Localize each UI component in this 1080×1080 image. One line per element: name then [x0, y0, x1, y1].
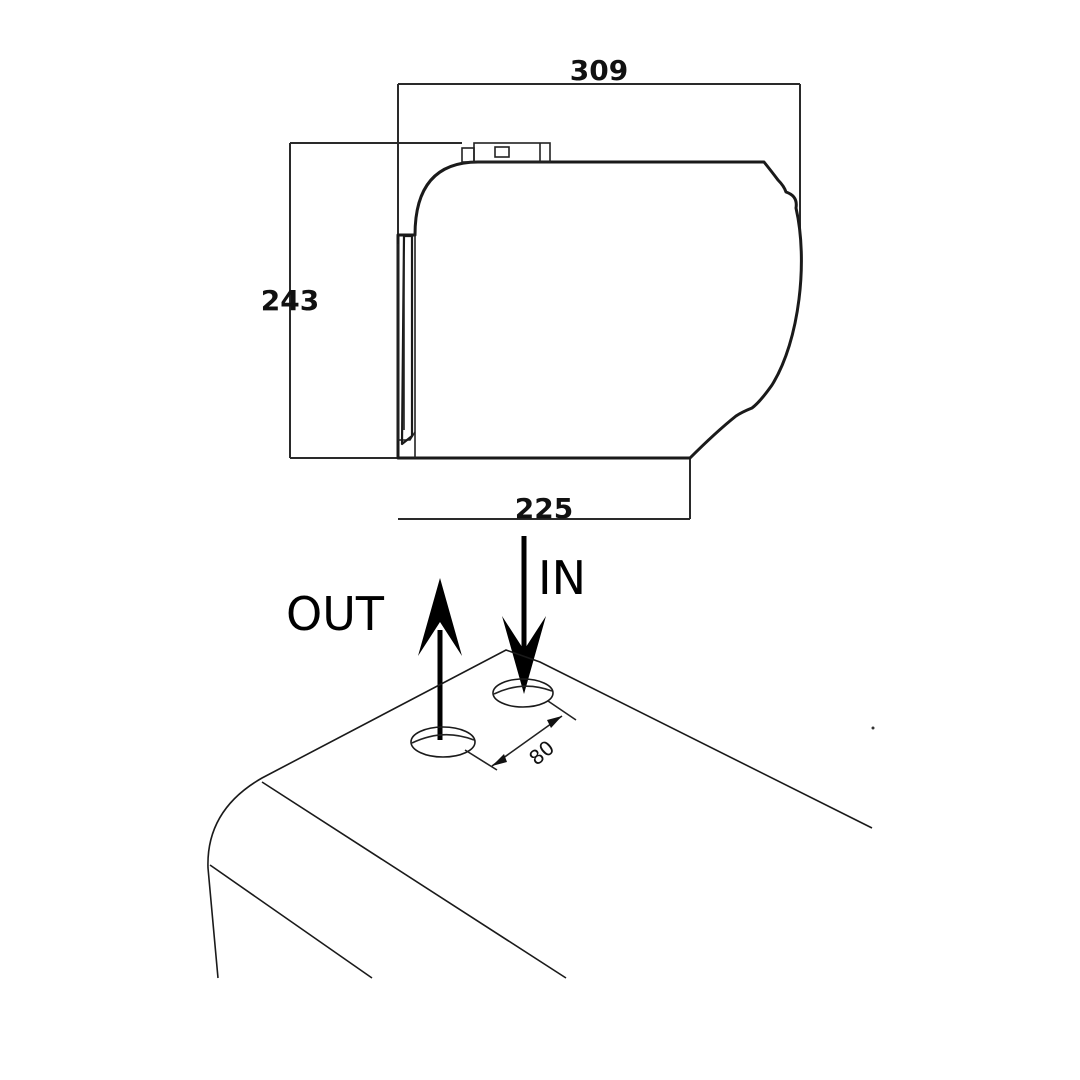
dim-309-label: 309	[570, 54, 628, 87]
dimension-80: 80	[464, 700, 577, 771]
iso-view: 80	[207, 649, 875, 979]
in-arrow: IN	[502, 536, 586, 694]
dim-225-label: 225	[515, 492, 573, 525]
dim-80-label: 80	[524, 735, 559, 770]
side-view: 309 243 225	[261, 54, 803, 525]
dimension-243: 243	[261, 142, 462, 459]
dimension-225: 225	[398, 458, 691, 525]
out-port-hole	[410, 726, 476, 758]
top-fitting	[461, 142, 551, 163]
tank-side-outline	[396, 160, 803, 460]
side-panel	[397, 234, 416, 446]
in-port-hole	[492, 678, 554, 708]
dim-243-label: 243	[261, 284, 319, 317]
out-arrow: OUT	[286, 578, 462, 740]
dimension-309: 309	[397, 54, 801, 458]
out-label: OUT	[286, 587, 385, 641]
iso-top-edge	[207, 649, 873, 979]
in-label: IN	[538, 551, 586, 605]
